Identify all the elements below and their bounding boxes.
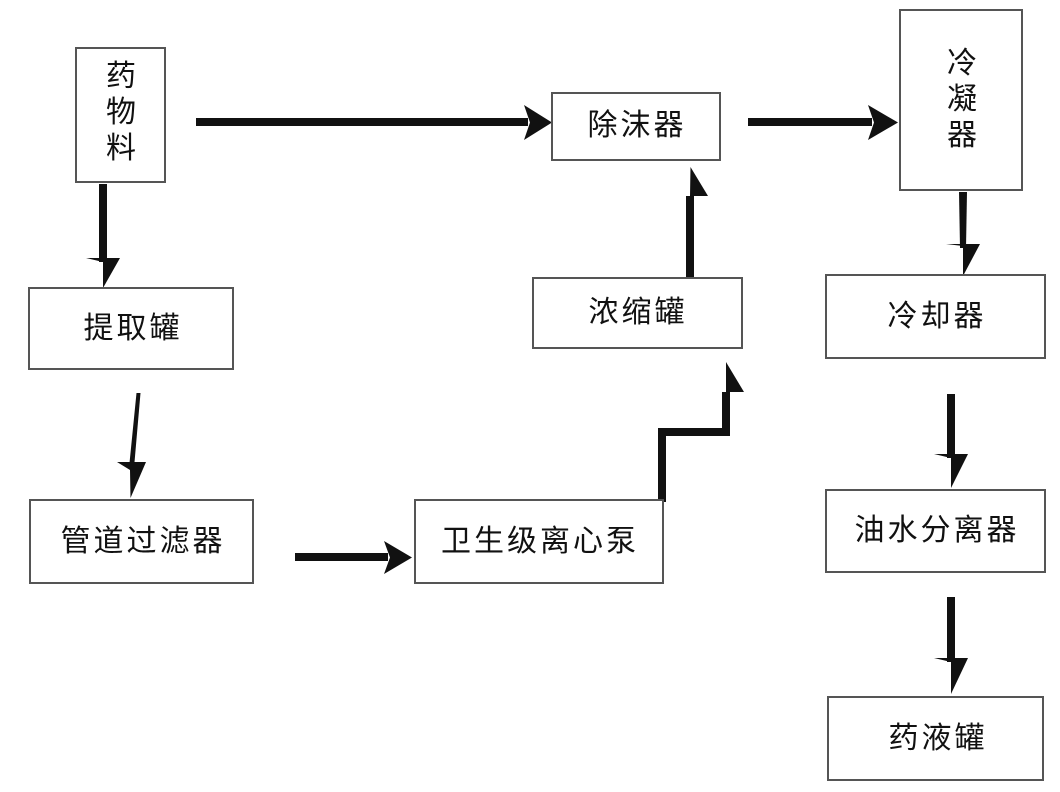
node-demister-label: 除沫器 (588, 108, 687, 143)
connector-drug-material-to-demister (196, 105, 552, 140)
connector-pump-to-concentration-tank (658, 362, 744, 502)
connector-layer (86, 105, 980, 694)
node-sanitary-centrifugal-pump[interactable]: 卫生级离心泵 (414, 499, 664, 584)
node-demister[interactable]: 除沫器 (551, 92, 721, 161)
connector-concentration-tank-to-demister (673, 167, 708, 278)
connector-extraction-tank-to-pipeline-filter (117, 393, 146, 498)
node-drug-material-char-0: 药 (106, 59, 136, 94)
node-oil-water-separator-label: 油水分离器 (855, 513, 1020, 548)
node-liquid-medicine-tank-label: 药液罐 (889, 721, 988, 756)
connector-oil-water-separator-to-liquid-medicine-tank (934, 597, 968, 694)
connector-cooler-to-oil-water-separator (934, 394, 968, 488)
node-drug-material-char-2: 料 (106, 131, 136, 166)
node-pipeline-filter[interactable]: 管道过滤器 (29, 499, 254, 584)
node-condenser-char-1: 凝 (947, 82, 977, 117)
node-condenser-char-2: 器 (947, 118, 977, 153)
node-concentration-tank[interactable]: 浓缩罐 (532, 277, 743, 349)
node-cooler-label: 冷却器 (888, 299, 987, 334)
node-condenser-char-0: 冷 (947, 46, 977, 81)
connector-condenser-to-cooler (946, 192, 980, 276)
connector-pipeline-filter-to-pump (295, 541, 412, 574)
node-liquid-medicine-tank[interactable]: 药液罐 (827, 696, 1044, 781)
connector-demister-to-condenser (748, 105, 898, 140)
node-cooler[interactable]: 冷却器 (825, 274, 1046, 359)
connector-drug-material-to-extraction-tank (86, 184, 120, 288)
node-drug-material[interactable]: 药 物 料 (75, 47, 166, 183)
node-extraction-tank[interactable]: 提取罐 (28, 287, 234, 370)
node-concentration-tank-label: 浓缩罐 (589, 295, 688, 330)
node-extraction-tank-label: 提取罐 (84, 311, 183, 346)
node-pipeline-filter-label: 管道过滤器 (61, 524, 226, 559)
node-oil-water-separator[interactable]: 油水分离器 (825, 489, 1046, 573)
node-layer: 药 物 料 提取罐 管道过滤器 卫生级离心泵 浓缩罐 (28, 9, 1046, 781)
node-drug-material-char-1: 物 (106, 95, 136, 130)
node-sanitary-centrifugal-pump-label: 卫生级离心泵 (441, 524, 639, 559)
node-condenser[interactable]: 冷 凝 器 (899, 9, 1023, 191)
